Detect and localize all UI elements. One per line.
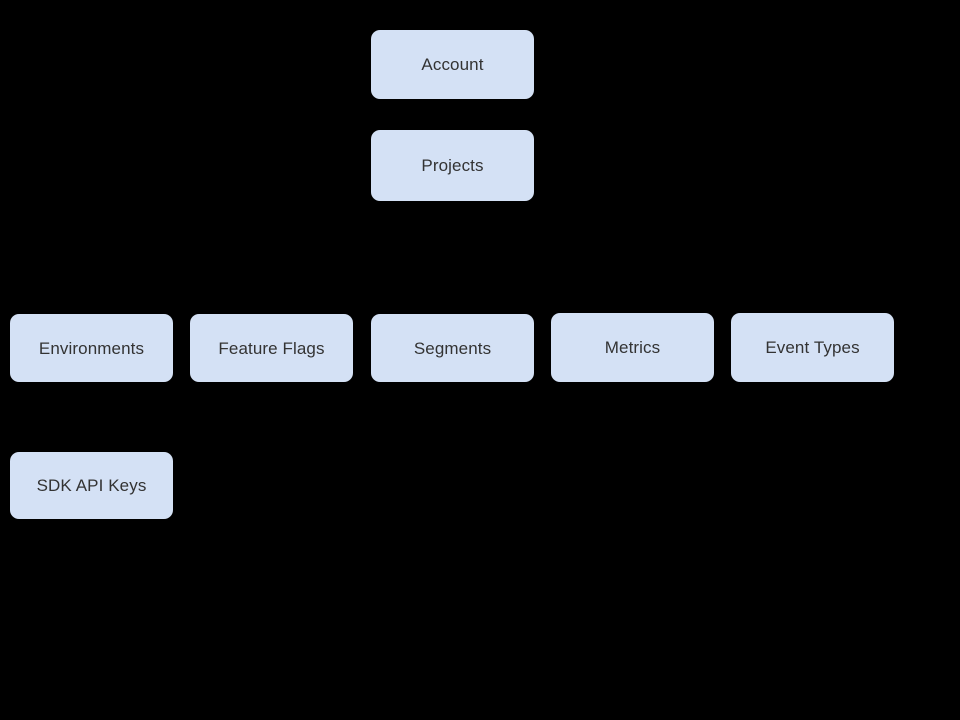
diagram-node-label: Feature Flags: [218, 338, 325, 358]
diagram-node-environments[interactable]: Environments: [10, 314, 173, 382]
diagram-node-account[interactable]: Account: [371, 30, 534, 99]
diagram-node-projects[interactable]: Projects: [371, 130, 534, 201]
diagram-node-feature-flags[interactable]: Feature Flags: [190, 314, 353, 382]
diagram-node-label: SDK API Keys: [36, 476, 147, 495]
diagram-node-metrics[interactable]: Metrics: [551, 313, 714, 382]
diagram-node-label: Account: [421, 55, 484, 74]
diagram-node-label: Projects: [421, 156, 484, 175]
diagram-node-label: Metrics: [604, 338, 661, 357]
diagram-node-label: Segments: [413, 338, 492, 358]
diagram-node-sdk-api-keys[interactable]: SDK API Keys: [10, 452, 173, 519]
diagram-node-event-types[interactable]: Event Types: [731, 313, 894, 382]
diagram-node-label: Environments: [38, 338, 145, 358]
diagram-node-segments[interactable]: Segments: [371, 314, 534, 382]
diagram-node-label: Event Types: [765, 338, 860, 357]
